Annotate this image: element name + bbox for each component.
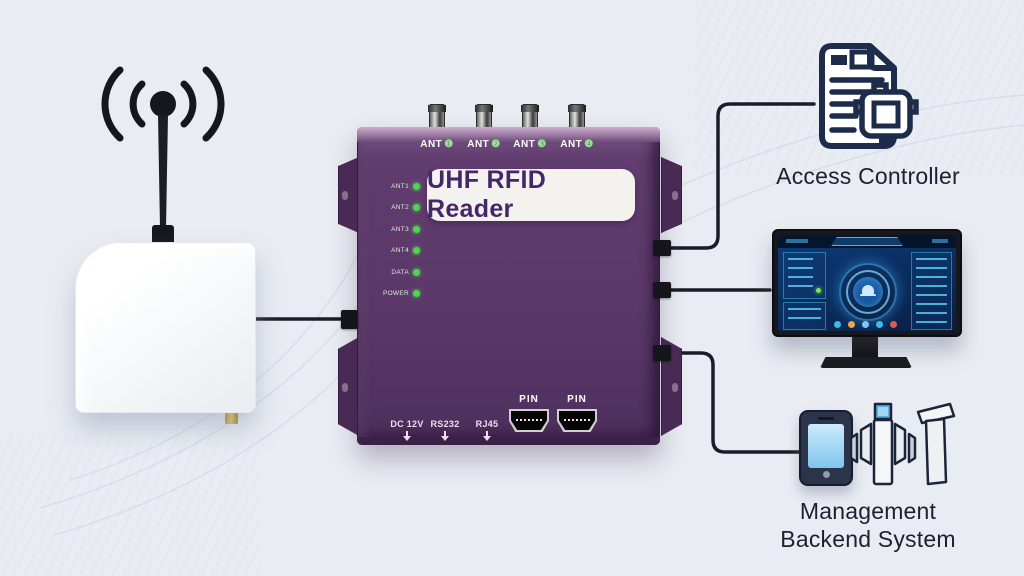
- dashboard-monitor-icon: [772, 229, 962, 337]
- ant-connector-4: [568, 104, 586, 128]
- ant-connector-2: [475, 104, 493, 128]
- port-number-icon: ❸: [537, 139, 547, 150]
- reader-top-edge: [357, 127, 660, 142]
- phone-home-button: [823, 471, 830, 478]
- turnstile-gate-icon: [850, 402, 956, 486]
- hdmi-port-icon: [557, 409, 597, 432]
- ant-connector-3: [521, 104, 539, 128]
- led-dot-icon: [413, 182, 420, 190]
- rfid-panel-antenna: [75, 242, 256, 413]
- led-indicator-row: POWER: [364, 288, 420, 298]
- io-plug-2: [653, 282, 671, 298]
- cable-reader-to-management: [669, 351, 801, 454]
- signal-antenna-icon: [101, 66, 225, 253]
- screen-panel-left-bottom: [783, 302, 826, 330]
- io-plug-1: [653, 240, 671, 256]
- led-label: ANT3: [391, 225, 409, 233]
- pin-label-2: PIN: [567, 394, 587, 405]
- management-label-line1: Management: [799, 498, 937, 524]
- dc-power-label: DC 12V: [390, 419, 424, 429]
- screen-panel-right: [911, 252, 952, 330]
- screen-title-banner: [831, 237, 903, 246]
- led-label: ANT2: [391, 203, 409, 211]
- led-label: DATA: [391, 268, 409, 276]
- rj45-label: RJ45: [475, 419, 499, 429]
- document-chip-icon: [819, 43, 919, 149]
- screen-header: [778, 235, 956, 248]
- hdmi-port-icon: [509, 409, 549, 432]
- alarm-bell-icon: [860, 285, 876, 296]
- io-plug-3: [653, 345, 671, 361]
- management-backend-label: Management Backend System: [758, 497, 978, 553]
- led-indicator-row: ANT2: [364, 202, 420, 212]
- rs232-label: RS232: [430, 419, 460, 429]
- screen-toolbar-icon: [848, 321, 855, 328]
- led-indicator-row: ANT4: [364, 245, 420, 255]
- reader-bottom-edge: [357, 437, 660, 445]
- monitor-screen: [778, 235, 956, 331]
- antenna-cable-plug: [341, 310, 358, 329]
- phone-screen: [808, 424, 844, 468]
- port-pointer-icon: [483, 431, 491, 443]
- led-dot-icon: [413, 203, 420, 211]
- radar-ring-icon: [839, 263, 897, 321]
- led-indicator-row: ANT1: [364, 181, 420, 191]
- monitor-stand-neck: [852, 337, 878, 359]
- monitor-stand-base: [820, 357, 912, 368]
- port-number-icon: ❶: [444, 139, 454, 150]
- pin-label-1: PIN: [519, 394, 539, 405]
- led-indicator-row: DATA: [364, 267, 420, 277]
- led-dot-icon: [413, 268, 420, 276]
- phone-speaker: [818, 417, 834, 420]
- mount-flange: [338, 337, 359, 436]
- mount-flange: [661, 157, 682, 233]
- mount-flange: [338, 157, 359, 233]
- port-pointer-icon: [441, 431, 449, 443]
- port-number-icon: ❷: [491, 139, 501, 150]
- cable-reader-to-access-controller: [669, 102, 816, 250]
- screen-toolbar-icon: [834, 321, 841, 328]
- management-label-line2: Backend System: [780, 526, 956, 552]
- led-label: ANT4: [391, 246, 409, 254]
- screen-toolbar-icon: [890, 321, 897, 328]
- port-number-icon: ❹: [584, 139, 594, 150]
- led-label: ANT1: [391, 182, 409, 190]
- led-dot-icon: [413, 289, 420, 297]
- reader-title: UHF RFID Reader: [427, 166, 547, 223]
- led-indicator-row: ANT3: [364, 224, 420, 234]
- reader-title-plate: UHF RFID Reader: [427, 166, 635, 223]
- screen-toolbar-icon: [876, 321, 883, 328]
- smartphone-icon: [799, 410, 853, 486]
- screen-panel-left-top: [783, 252, 826, 299]
- screen-toolbar-icon: [862, 321, 869, 328]
- port-pointer-icon: [403, 431, 411, 443]
- access-controller-label: Access Controller: [776, 163, 960, 189]
- led-dot-icon: [413, 225, 420, 233]
- ant-connector-1: [428, 104, 446, 128]
- led-dot-icon: [413, 246, 420, 254]
- led-label: POWER: [382, 289, 409, 297]
